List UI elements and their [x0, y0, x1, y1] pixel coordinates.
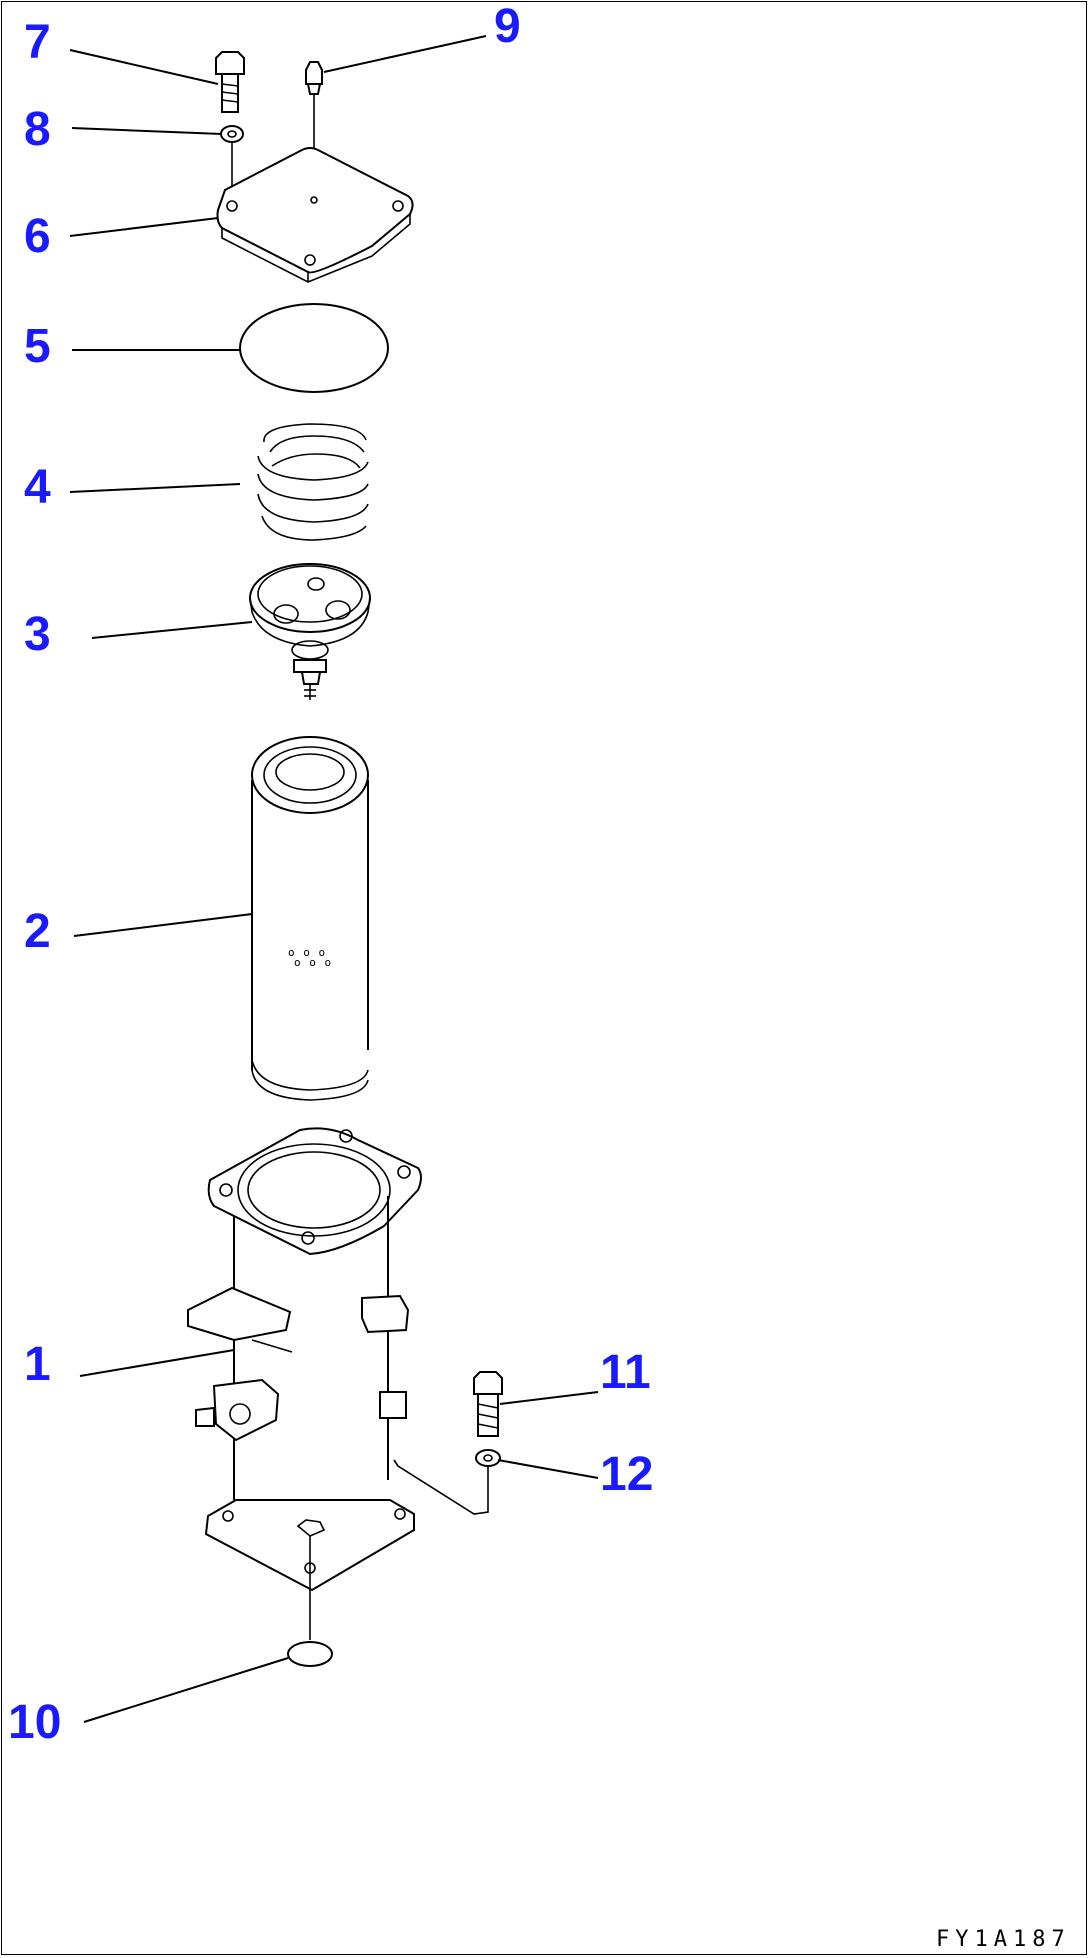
callout-12: 12	[600, 1448, 653, 1501]
callout-labels: 7 8 9 6 5 4 3 2 1 11 12 10	[8, 0, 653, 1749]
callout-9: 9	[494, 0, 521, 53]
part-12-washer	[393, 1449, 501, 1515]
part-7-bolt	[215, 51, 245, 113]
drawing-code: FY1A187	[936, 1927, 1071, 1952]
part-1-housing	[187, 1127, 422, 1640]
part-9-plug	[305, 61, 323, 200]
callout-3: 3	[24, 608, 51, 661]
part-2-element: o o o o o o	[251, 736, 369, 1101]
svg-text:o o o: o o o	[294, 956, 332, 969]
callout-5: 5	[24, 320, 51, 373]
leader-lines	[69, 35, 599, 1723]
callout-11: 11	[600, 1346, 651, 1399]
callout-8: 8	[24, 103, 51, 156]
part-6-cover	[216, 147, 414, 283]
callout-4: 4	[24, 461, 51, 514]
part-10-washer	[287, 1641, 333, 1667]
part-4-spring	[257, 423, 369, 541]
part-3-valve	[249, 563, 371, 700]
part-11-bolt	[473, 1371, 503, 1437]
part-5-o-ring	[239, 303, 389, 393]
callout-6: 6	[24, 210, 51, 263]
callout-7: 7	[24, 16, 51, 69]
callout-2: 2	[24, 905, 51, 958]
callout-1: 1	[24, 1338, 51, 1391]
svg-text:o o o: o o o	[288, 946, 326, 959]
callout-10: 10	[8, 1696, 61, 1749]
